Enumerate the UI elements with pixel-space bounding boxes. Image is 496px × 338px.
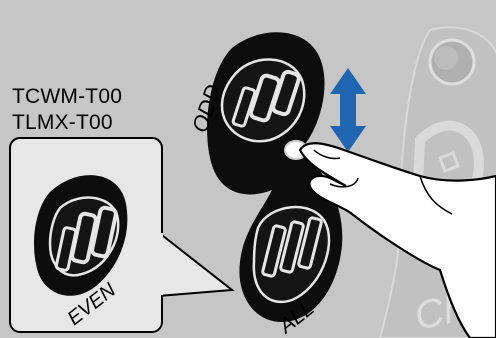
even-inset-callout	[9, 137, 235, 333]
pointing-finger-icon	[298, 142, 496, 338]
selector-switch	[207, 32, 343, 322]
model-labels: TCWM-T00 TLMX-T00	[12, 84, 122, 136]
model-name-2: TLMX-T00	[12, 111, 113, 134]
model-name-1: TCWM-T00	[12, 85, 123, 108]
double-vertical-arrow-icon	[330, 68, 366, 152]
